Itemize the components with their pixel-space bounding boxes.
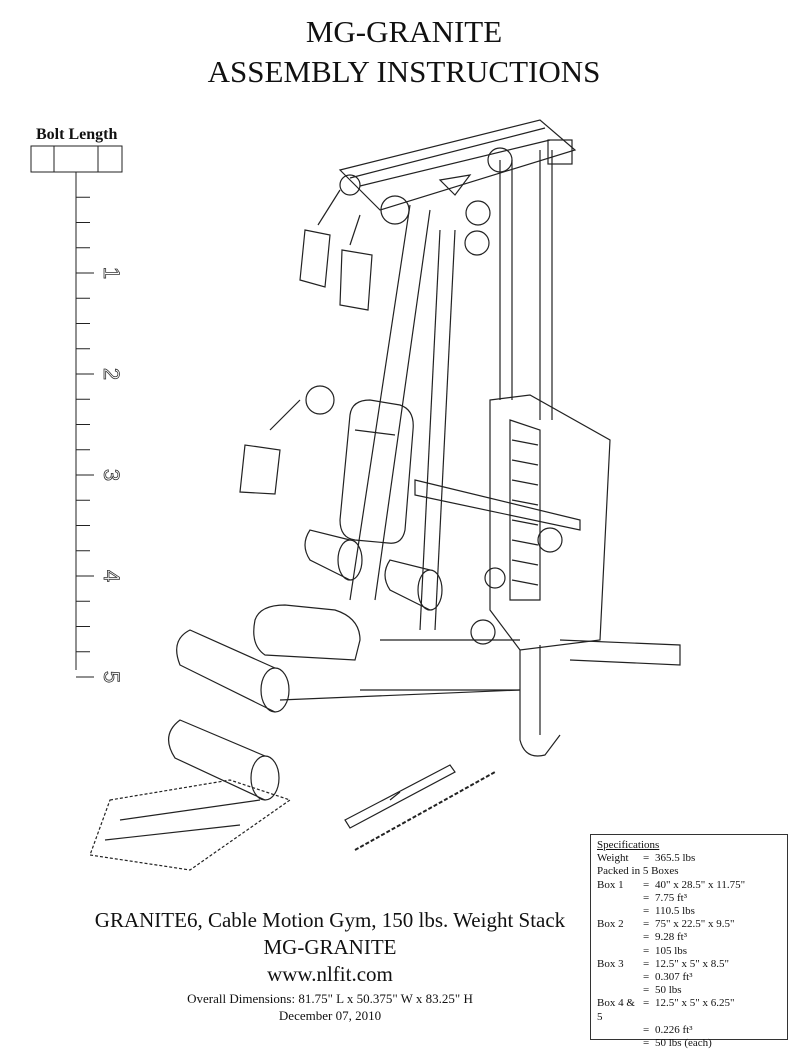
equals-sign: = xyxy=(643,852,650,865)
box-dims: 12.5" x 5" x 6.25" xyxy=(655,997,735,1010)
document-subtitle: ASSEMBLY INSTRUCTIONS xyxy=(207,54,601,89)
bolt-length-ruler: 1 2 3 4 5 xyxy=(30,145,125,684)
box-row: = 0.307 ft³ xyxy=(597,971,781,984)
back-pad xyxy=(339,399,414,544)
website-url: www.nlfit.com xyxy=(267,962,393,986)
mid-handle xyxy=(239,385,335,495)
box-row: = 50 lbs xyxy=(597,984,781,997)
loose-chain xyxy=(354,771,496,851)
box-row: Box 3 = 12.5" x 5" x 8.5" xyxy=(597,958,781,971)
upper-handles xyxy=(299,174,373,311)
box-volume: 9.28 ft³ xyxy=(655,931,688,944)
box-row: Box 2 = 75" x 22.5" x 9.5" xyxy=(597,918,781,931)
loose-bar xyxy=(344,764,456,829)
product-name: GRANITE6, Cable Motion Gym, 150 lbs. Wei… xyxy=(94,908,566,932)
weight-row: Weight = 365.5 lbs xyxy=(597,852,781,865)
box-volume: 7.75 ft³ xyxy=(655,891,688,904)
box-row: Box 1 = 40" x 28.5" x 11.75" xyxy=(597,879,781,892)
ruler-number: 5 xyxy=(99,671,124,683)
ruler-tick-labels: 1 2 3 4 5 xyxy=(99,266,125,683)
foot-plate xyxy=(89,779,292,871)
box-label: Box 4 & 5 xyxy=(597,997,635,1023)
box-row: = 50 lbs (each) xyxy=(597,1037,781,1050)
box-row: = 0.226 ft³ xyxy=(597,1024,781,1037)
weight-stack xyxy=(489,394,611,651)
box-label: Box 1 xyxy=(597,878,624,891)
weight-value: 365.5 lbs xyxy=(655,852,696,865)
specifications-box: Specifications Weight = 365.5 lbs Packed… xyxy=(590,834,788,1049)
ruler-number: 3 xyxy=(99,469,124,481)
packed-note: Packed in 5 Boxes xyxy=(597,865,679,878)
press-arm xyxy=(414,479,581,645)
box-label: Box 3 xyxy=(597,957,624,970)
box-dims: 40" x 28.5" x 11.75" xyxy=(655,878,746,891)
weight-label: Weight xyxy=(597,852,629,865)
box-dims: 12.5" x 5" x 8.5" xyxy=(655,957,729,970)
document-date: December 07, 2010 xyxy=(278,1008,382,1023)
base-frame xyxy=(279,639,681,757)
box-volume: 0.226 ft³ xyxy=(655,1023,693,1036)
box-weight: 50 lbs (each) xyxy=(655,1037,712,1050)
ruler-number: 2 xyxy=(99,368,124,380)
box-label: Box 2 xyxy=(597,918,624,931)
document-title: MG-GRANITE xyxy=(305,14,503,49)
box-row: = 7.75 ft³ xyxy=(597,892,781,905)
box-volume: 0.307 ft³ xyxy=(655,971,693,984)
box-weight: 110.5 lbs xyxy=(655,905,695,918)
top-arm xyxy=(338,119,577,256)
overall-dimensions: Overall Dimensions: 81.75" L x 50.375" W… xyxy=(187,991,473,1006)
seat xyxy=(253,604,361,661)
box-row: = 110.5 lbs xyxy=(597,905,781,918)
bolt-length-label: Bolt Length xyxy=(36,126,118,143)
box-row: = 105 lbs xyxy=(597,945,781,958)
leg-rollers xyxy=(168,529,443,801)
main-frame xyxy=(349,150,553,631)
ruler-number: 1 xyxy=(99,267,124,279)
box-row: Box 4 & 5 = 12.5" x 5" x 6.25" xyxy=(597,997,781,1023)
ruler-ticks xyxy=(76,196,94,678)
box-dims: 75" x 22.5" x 9.5" xyxy=(655,918,735,931)
box-weight: 50 lbs xyxy=(655,984,682,997)
box-weight: 105 lbs xyxy=(655,944,688,957)
ruler-number: 4 xyxy=(99,570,124,582)
specifications-heading: Specifications xyxy=(597,839,660,851)
box-row: = 9.28 ft³ xyxy=(597,931,781,944)
model-number: MG-GRANITE xyxy=(263,935,397,959)
